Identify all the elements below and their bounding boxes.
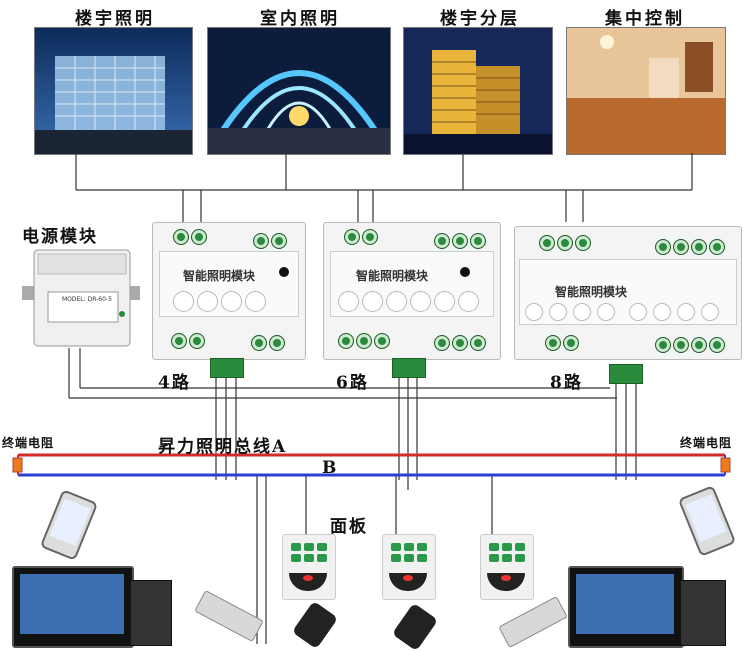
bus-connector: [392, 358, 426, 378]
channel-button[interactable]: [386, 291, 407, 312]
terminal-icon: [545, 335, 561, 351]
power-module-model: MODEL: DR-60-5: [62, 296, 112, 303]
terminator-resistor-right: [720, 457, 731, 473]
terminal-icon: [434, 233, 450, 249]
bus-a-label: 昇力照明总线A: [158, 437, 288, 457]
terminal-icon: [362, 229, 378, 245]
photo-building-lighting: [34, 27, 193, 155]
channel-button[interactable]: [629, 303, 647, 321]
channel-button[interactable]: [362, 291, 383, 312]
terminal-icon: [251, 335, 267, 351]
terminal-icon: [709, 337, 725, 353]
channel-button[interactable]: [197, 291, 218, 312]
photo-indoor-lighting: [207, 27, 391, 155]
bus-connector: [210, 358, 244, 378]
terminal-icon: [271, 233, 287, 249]
terminator-resistor-left: [12, 457, 23, 473]
terminal-icon: [253, 233, 269, 249]
channel-button[interactable]: [410, 291, 431, 312]
channel-button[interactable]: [525, 303, 543, 321]
terminator-label-left: 终端电阻: [2, 436, 55, 450]
terminal-icon: [338, 333, 354, 349]
terminal-icon: [539, 235, 555, 251]
terminal-icon: [563, 335, 579, 351]
channel-button[interactable]: [245, 291, 266, 312]
terminal-icon: [173, 229, 189, 245]
terminal-icon: [374, 333, 390, 349]
terminal-icon: [171, 333, 187, 349]
terminator-label-right: 终端电阻: [680, 436, 733, 450]
terminal-icon: [673, 239, 689, 255]
channel-button[interactable]: [597, 303, 615, 321]
panels-label: 面板: [330, 517, 368, 537]
lighting-module-4ch: 智能照明模块: [152, 222, 306, 360]
terminal-icon: [709, 239, 725, 255]
computer-tower-icon: [680, 580, 726, 646]
channel-button[interactable]: [573, 303, 591, 321]
status-led: [460, 267, 470, 277]
photo-building-floors: [403, 27, 553, 155]
terminal-icon: [655, 337, 671, 353]
photo-central-control: [566, 27, 726, 155]
module-name: 智能照明模块: [183, 269, 256, 283]
terminal-icon: [557, 235, 573, 251]
terminal-icon: [344, 229, 360, 245]
photo-title-central-control: 集中控制: [605, 9, 685, 29]
computer-tower-icon: [130, 580, 172, 646]
power-module-label: 电源模块: [22, 227, 98, 247]
computer-monitor-icon: [12, 566, 134, 648]
module-name: 智能照明模块: [356, 269, 429, 283]
module-6ch-label: 6路: [336, 373, 369, 393]
channel-button[interactable]: [173, 291, 194, 312]
terminal-icon: [575, 235, 591, 251]
bus-connector: [609, 364, 643, 384]
channel-button[interactable]: [458, 291, 479, 312]
terminal-icon: [356, 333, 372, 349]
terminal-icon: [189, 333, 205, 349]
channel-button[interactable]: [549, 303, 567, 321]
terminal-icon: [470, 335, 486, 351]
terminal-icon: [655, 239, 671, 255]
lighting-module-6ch: 智能照明模块: [323, 222, 501, 360]
terminal-icon: [691, 239, 707, 255]
terminal-icon: [269, 335, 285, 351]
channel-button[interactable]: [221, 291, 242, 312]
channel-button[interactable]: [338, 291, 359, 312]
module-8ch-label: 8路: [550, 373, 583, 393]
terminal-icon: [470, 233, 486, 249]
wall-panel[interactable]: [480, 534, 534, 600]
photo-title-building-lighting: 楼宇照明: [75, 9, 155, 29]
bus-b-label: B: [322, 458, 339, 478]
channel-button[interactable]: [677, 303, 695, 321]
terminal-icon: [191, 229, 207, 245]
photo-title-indoor-lighting: 室内照明: [260, 9, 340, 29]
photo-title-building-floors: 楼宇分层: [440, 9, 520, 29]
terminal-icon: [673, 337, 689, 353]
computer-monitor-icon: [568, 566, 684, 648]
module-name: 智能照明模块: [555, 285, 628, 299]
channel-button[interactable]: [653, 303, 671, 321]
power-module: MODEL: DR-60-5: [22, 248, 140, 348]
terminal-icon: [452, 233, 468, 249]
terminal-icon: [691, 337, 707, 353]
wall-panel[interactable]: [282, 534, 336, 600]
status-led: [279, 267, 289, 277]
wall-panel[interactable]: [382, 534, 436, 600]
module-4ch-label: 4路: [158, 373, 191, 393]
terminal-icon: [452, 335, 468, 351]
channel-button[interactable]: [701, 303, 719, 321]
terminal-icon: [434, 335, 450, 351]
channel-button[interactable]: [434, 291, 455, 312]
lighting-module-8ch: 智能照明模块: [514, 226, 742, 360]
